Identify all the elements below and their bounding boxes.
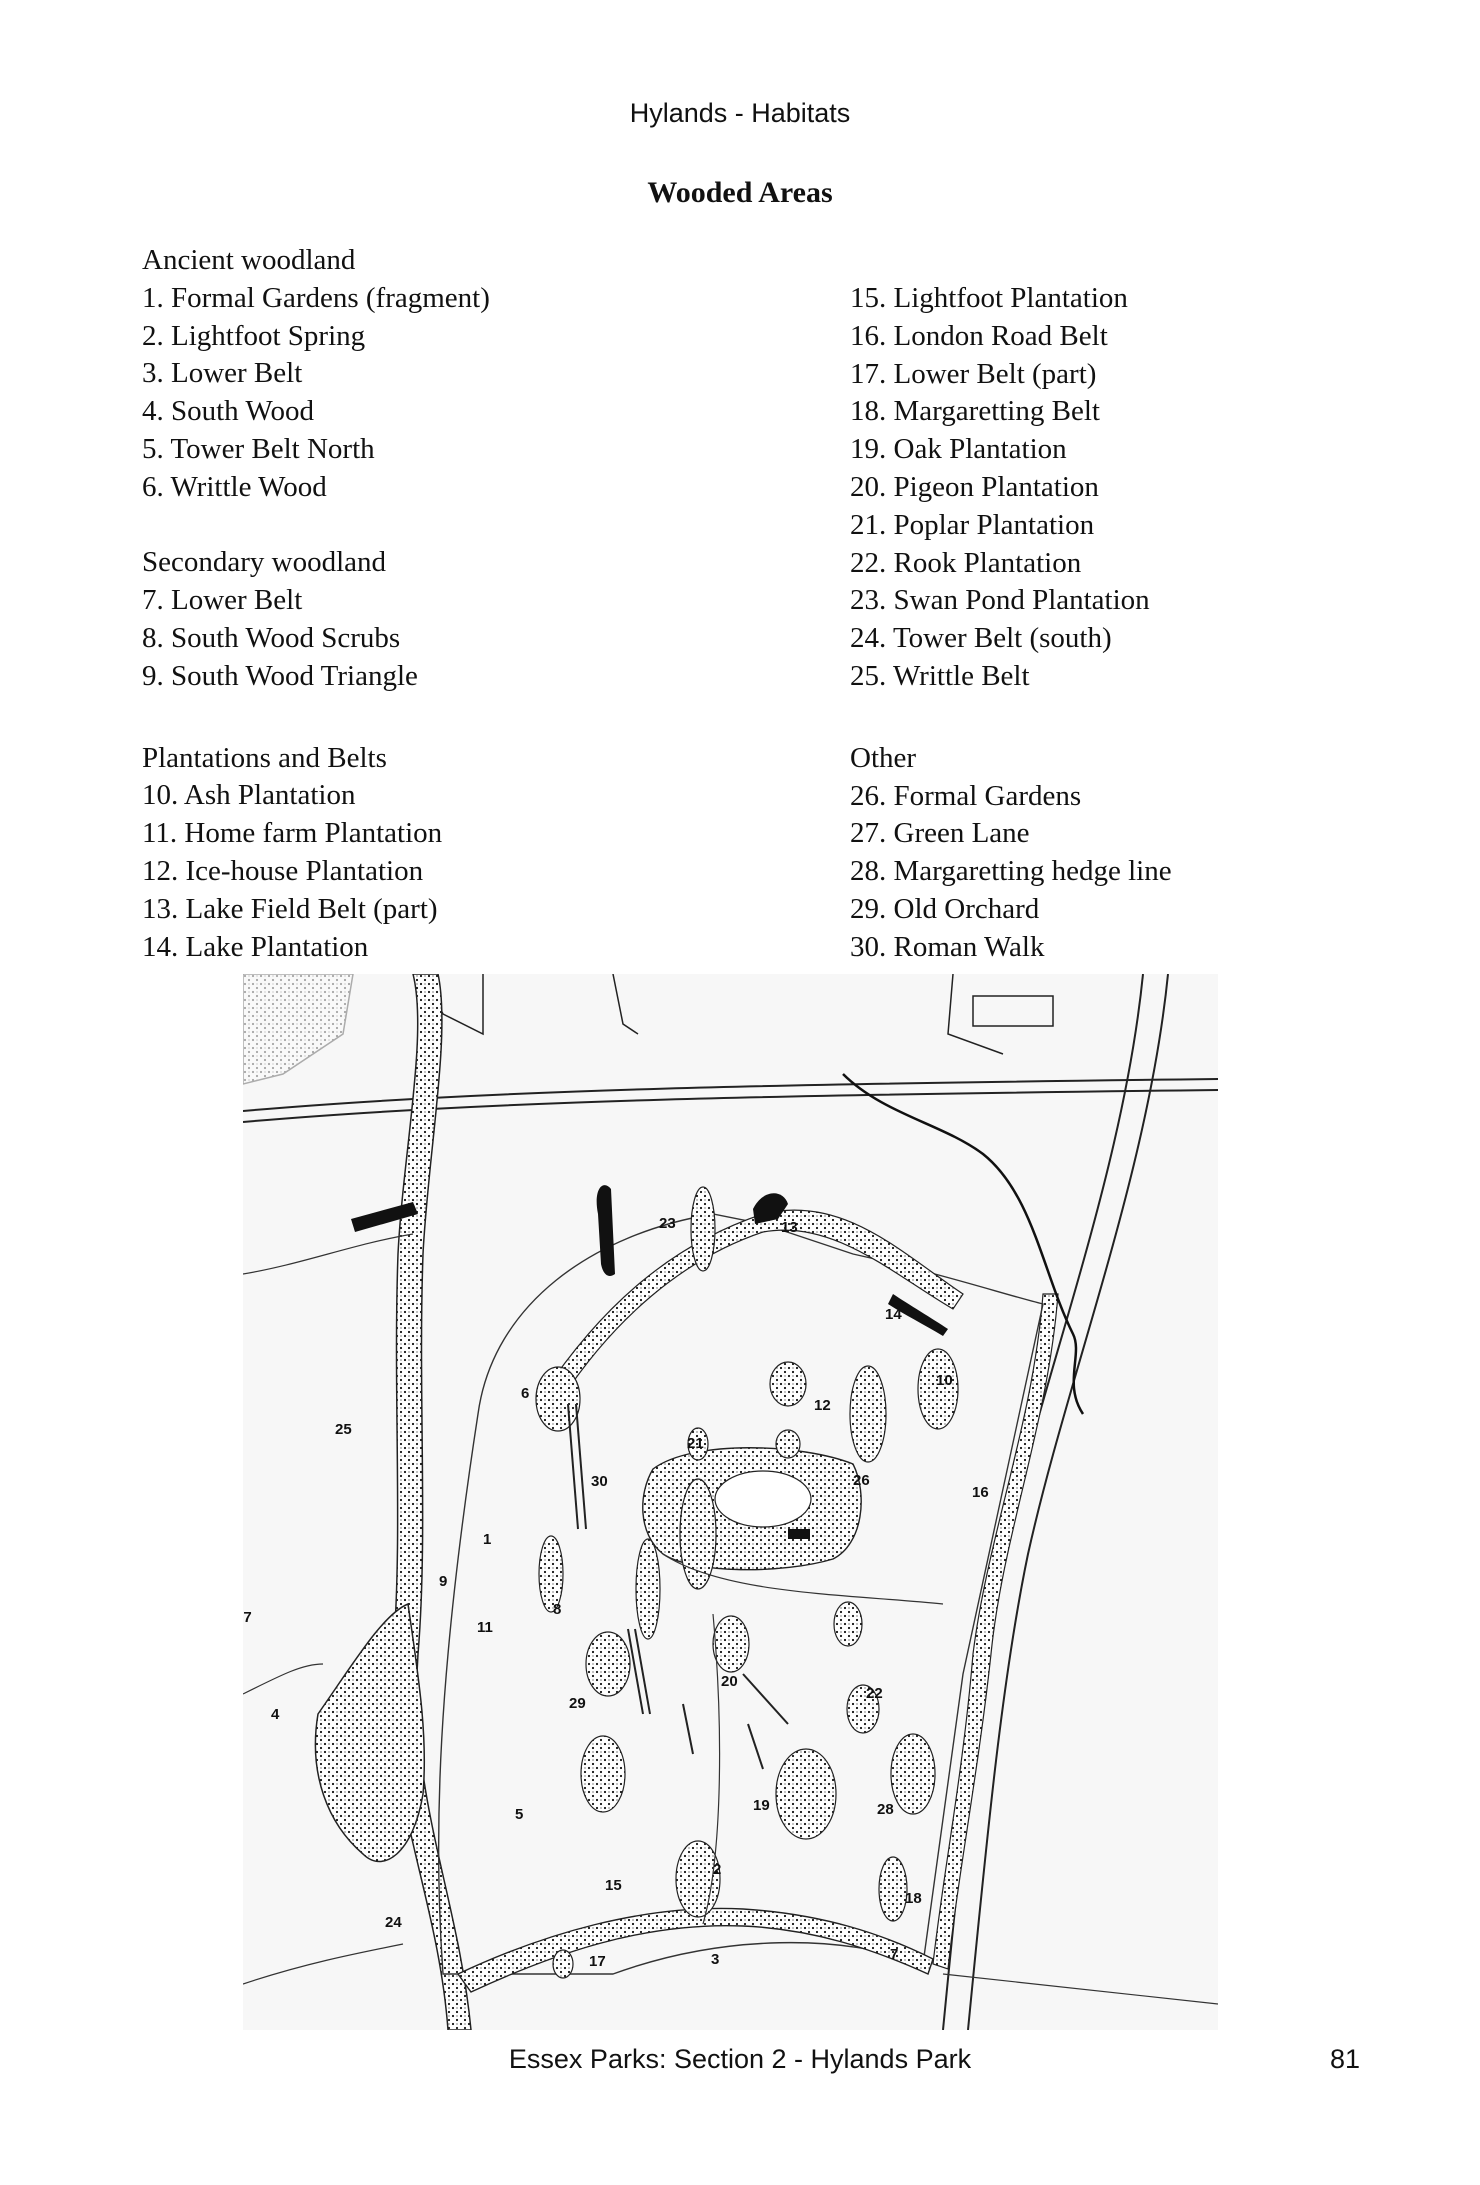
map-label: 22 [866, 1685, 883, 1702]
map-label: 30 [591, 1473, 608, 1490]
housing-area [243, 974, 1054, 1085]
list-item: 25. Writtle Belt [850, 659, 1030, 692]
right-column: 15. Lightfoot Plantation 16. London Road… [850, 280, 1172, 967]
map-label: 15 [605, 1877, 622, 1894]
list-item: 10. Ash Plantation [142, 779, 356, 812]
footer-title: Essex Parks: Section 2 - Hylands Park [508, 2044, 972, 2074]
map-label: 13 [781, 1219, 798, 1236]
map-label: 29 [569, 1695, 586, 1712]
lake [888, 1294, 948, 1336]
map-label: 18 [905, 1890, 922, 1907]
map-label: 24 [385, 1914, 402, 1931]
map-label: 4 [271, 1706, 280, 1723]
list-item: 15. Lightfoot Plantation [850, 282, 1128, 314]
map-label: 14 [885, 1306, 902, 1323]
list-item: 30. Roman Walk [850, 930, 1045, 963]
map-label: 19 [753, 1797, 770, 1814]
list-item: 27. Green Lane [850, 817, 1030, 850]
group-heading-ancient: Ancient woodland [142, 244, 356, 276]
page-number: 81 [1330, 2044, 1361, 2074]
list-item: 29. Old Orchard [850, 892, 1040, 925]
list-item: 28. Margaretting hedge line [850, 855, 1172, 888]
map-label: 11 [477, 1619, 493, 1636]
list-item: 20. Pigeon Plantation [850, 470, 1099, 503]
map-label: 17 [589, 1953, 606, 1970]
map-label: 1 [483, 1531, 491, 1548]
belt-lakefield [542, 1209, 964, 1405]
list-item: 6. Writtle Wood [142, 470, 327, 503]
map-label: 27 [243, 1609, 252, 1626]
list-item: 24. Tower Belt (south) [850, 622, 1112, 655]
woodland-south-wood [314, 1602, 426, 1863]
list-item: 21. Poplar Plantation [850, 508, 1095, 541]
list-item: 11. Home farm Plantation [142, 817, 443, 850]
map-label: 10 [936, 1372, 953, 1389]
map-label: 26 [853, 1472, 870, 1489]
list-item: 9. South Wood Triangle [142, 659, 418, 692]
stream [842, 1073, 1085, 1415]
map-label: 16 [972, 1484, 989, 1501]
map-labels: 1 2 3 4 5 6 7 8 9 10 11 12 13 14 15 16 1… [243, 1215, 989, 1970]
lake [596, 1185, 615, 1276]
lake [753, 1193, 788, 1224]
list-item: 22. Rook Plantation [850, 546, 1082, 579]
map-label: 28 [877, 1801, 894, 1818]
list-item: 23. Swan Pond Plantation [850, 584, 1150, 617]
group-heading-secondary: Secondary woodland [142, 546, 387, 579]
roman-walk [567, 1403, 789, 1770]
map-label: 2 [713, 1861, 721, 1878]
running-head: Hylands - Habitats [629, 98, 851, 128]
belt-lower [456, 1907, 934, 1993]
tracks [243, 1233, 1218, 2005]
list-item: 7. Lower Belt [142, 584, 303, 617]
list-item: 2. Lightfoot Spring [142, 319, 366, 352]
group-heading-plantations: Plantations and Belts [142, 741, 387, 774]
list-item: 13. Lake Field Belt (part) [142, 892, 438, 925]
woodland-map: 1 2 3 4 5 6 7 8 9 10 11 12 13 14 15 16 1… [243, 974, 1218, 2030]
list-item: 12. Ice-house Plantation [142, 854, 424, 887]
left-column: Ancient woodland 1. Formal Gardens (frag… [142, 242, 490, 966]
map-label: 23 [659, 1215, 676, 1232]
list-item: 19. Oak Plantation [850, 433, 1067, 466]
road-east-west [243, 1078, 1218, 1123]
list-item: 1. Formal Gardens (fragment) [142, 281, 490, 314]
belt-east [932, 1293, 1059, 1970]
map-label: 20 [721, 1673, 738, 1690]
list-item: 3. Lower Belt [142, 357, 303, 390]
list-item: 18. Margaretting Belt [850, 395, 1100, 428]
list-item: 8. South Wood Scrubs [142, 621, 401, 654]
section-title: Wooded Areas [647, 176, 833, 209]
map-label: 21 [687, 1435, 704, 1452]
map-label: 6 [521, 1385, 529, 1402]
list-item: 17. Lower Belt (part) [850, 357, 1097, 390]
list-item: 16. London Road Belt [850, 319, 1108, 352]
map-label: 3 [711, 1951, 719, 1968]
lake [351, 1202, 418, 1232]
group-heading-other: Other [850, 741, 917, 774]
list-item: 4. South Wood [142, 395, 314, 428]
list-item: 26. Formal Gardens [850, 779, 1082, 812]
map-label: 5 [515, 1806, 523, 1823]
list-item: 14. Lake Plantation [142, 930, 369, 963]
map-label: 9 [439, 1573, 447, 1590]
list-item: 5. Tower Belt North [142, 432, 375, 465]
map-label: 7 [890, 1946, 898, 1963]
map-label: 25 [335, 1421, 352, 1438]
map-label: 8 [553, 1601, 561, 1618]
map-label: 12 [814, 1397, 831, 1414]
